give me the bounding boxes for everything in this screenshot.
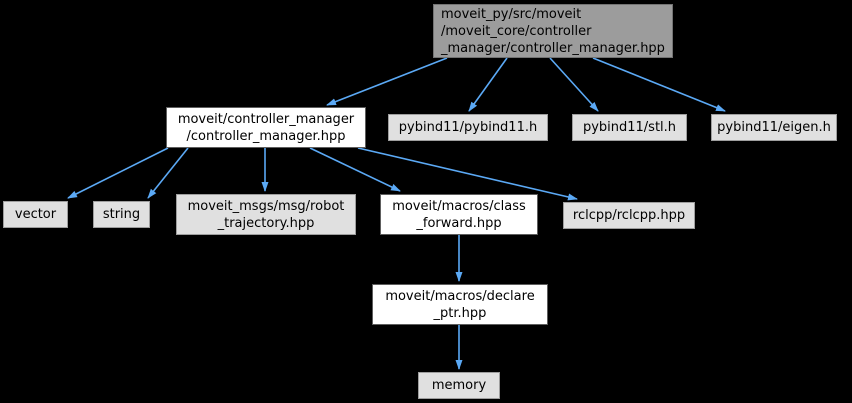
node-label-line: moveit_msgs/msg/robot — [187, 198, 345, 214]
edge-root-to-pybind11-h — [468, 57, 508, 112]
node-label: vector — [14, 207, 57, 222]
node-label: string — [102, 207, 141, 222]
node-label-line: /controller_manager.hpp — [186, 128, 346, 144]
node-moveit-controller-manager-hpp[interactable]: moveit/controller_manager /controller_ma… — [166, 107, 366, 148]
node-label-line: _trajectory.hpp — [217, 215, 315, 231]
edge-controller-manager-to-rclcpp — [357, 147, 578, 201]
node-label-line: moveit/macros/class — [392, 198, 526, 214]
node-label: rclcpp/rclcpp.hpp — [572, 208, 686, 223]
node-root-controller-manager-hpp: moveit_py/src/moveit /moveit_core/contro… — [433, 4, 673, 58]
edge-root-to-pybind11-eigen-h — [592, 57, 726, 112]
node-pybind11-stl-h: pybind11/stl.h — [572, 114, 687, 141]
edge-controller-manager-to-string — [147, 147, 189, 199]
edge-root-to-controller-manager-hpp — [326, 57, 448, 106]
node-label: pybind11/pybind11.h — [398, 120, 538, 135]
node-pybind11-eigen-h: pybind11/eigen.h — [711, 114, 837, 141]
node-rclcpp-hpp: rclcpp/rclcpp.hpp — [563, 202, 695, 229]
edge-root-to-pybind11-stl-h — [549, 57, 599, 112]
node-string: string — [93, 201, 150, 228]
node-vector: vector — [3, 201, 68, 228]
node-label: pybind11/eigen.h — [717, 120, 831, 135]
node-label: pybind11/stl.h — [582, 120, 677, 135]
node-memory: memory — [418, 372, 500, 399]
edge-controller-manager-to-vector — [67, 147, 169, 199]
node-label-line: moveit/macros/declare — [385, 288, 535, 304]
node-label-line: _manager/controller_manager.hpp — [441, 40, 665, 56]
node-label-line: moveit_py/src/moveit — [441, 6, 582, 22]
node-label-line: /moveit_core/controller — [441, 23, 592, 39]
node-label-line: _forward.hpp — [416, 215, 502, 231]
node-class-forward-hpp[interactable]: moveit/macros/class _forward.hpp — [380, 194, 538, 235]
node-declare-ptr-hpp[interactable]: moveit/macros/declare _ptr.hpp — [372, 284, 548, 325]
node-label-line: _ptr.hpp — [433, 305, 487, 321]
node-pybind11-h: pybind11/pybind11.h — [388, 114, 548, 141]
node-label-line: moveit/controller_manager — [177, 111, 355, 127]
edge-controller-manager-to-class-forward — [309, 147, 401, 192]
node-label: memory — [431, 378, 487, 393]
node-robot-trajectory-hpp: moveit_msgs/msg/robot _trajectory.hpp — [176, 194, 356, 235]
